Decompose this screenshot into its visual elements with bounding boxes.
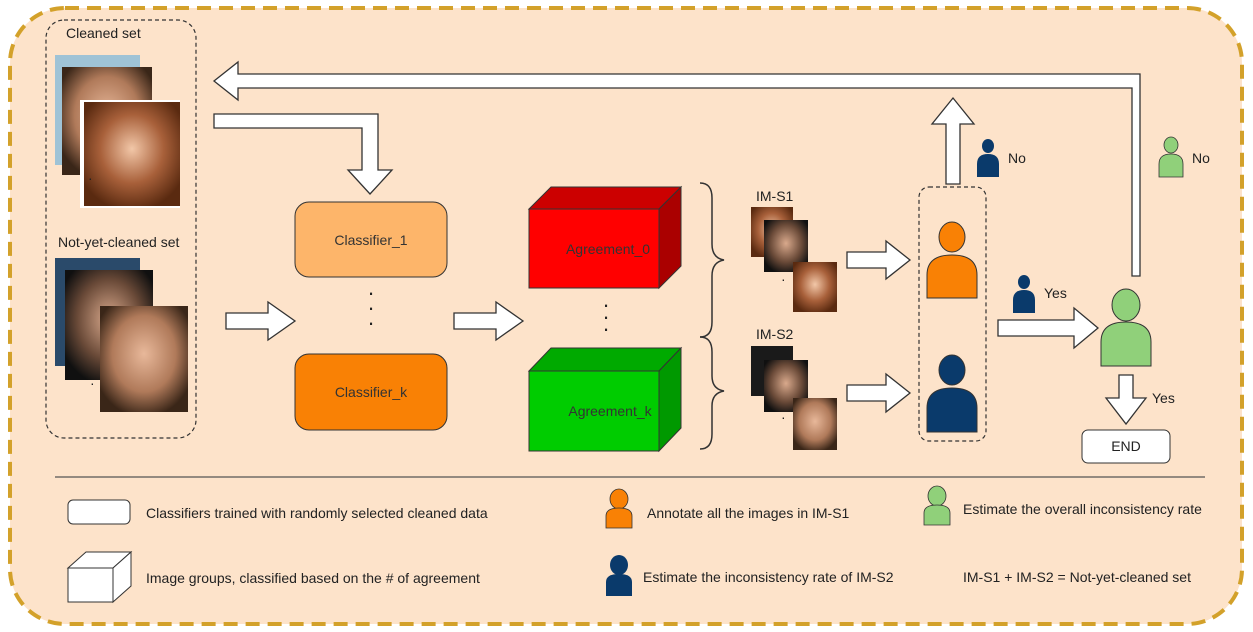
classifier-1-label: Classifier_1 [334, 232, 407, 248]
classifier-k-box [294, 353, 448, 431]
classifier-ellipsis: · [367, 280, 374, 305]
legend-group-text: Image groups, classified based on the # … [146, 570, 480, 586]
dataset-container [45, 19, 197, 439]
cleaned-set-label: Cleaned set [66, 25, 141, 41]
legend-classifier-text: Classifiers trained with randomly select… [146, 505, 488, 521]
svg-text:·: · [781, 271, 786, 287]
cleaned-set-images: · [55, 55, 180, 208]
end-label: END [1111, 438, 1141, 454]
classifier-k-label: Classifier_k [335, 384, 408, 400]
agreement-k-cube [527, 346, 683, 453]
agreement-k-label: Agreement_k [568, 403, 652, 419]
arrow-to-classifiers [225, 300, 297, 342]
agreement-ellipsis: · [602, 292, 609, 317]
not-yet-cleaned-images: · [55, 258, 188, 412]
legend-green-text: Estimate the overall inconsistency rate [963, 501, 1202, 517]
svg-text:·: · [367, 295, 374, 320]
arrow-up-no [930, 96, 976, 185]
yes-down-label: Yes [1152, 390, 1175, 406]
no-right-label: No [1192, 150, 1210, 166]
feedback-arrow [212, 60, 1141, 277]
svg-text:·: · [88, 170, 93, 186]
im-s1-images: · [751, 207, 837, 312]
green-person-icon [1100, 288, 1152, 367]
legend-formula: IM-S1 + IM-S2 = Not-yet-cleaned set [963, 569, 1191, 585]
im-s2-label: IM-S2 [756, 326, 794, 342]
end-box [1081, 429, 1171, 464]
arrow-s1-to-annotate [846, 239, 912, 281]
classifier-1-box [294, 201, 448, 278]
arrow-to-green [997, 306, 1100, 350]
no-top-label: No [1008, 150, 1026, 166]
legend-classifier-swatch [67, 499, 131, 525]
legend-orange-person-icon [605, 488, 633, 529]
navy-person-small-mid-icon [1013, 275, 1035, 313]
svg-text:·: · [781, 409, 786, 425]
im-s2-images: · [751, 346, 837, 450]
svg-text:·: · [602, 316, 609, 341]
legend-navy-person-icon [606, 555, 632, 596]
not-yet-cleaned-set-label: Not-yet-cleaned set [58, 234, 180, 250]
legend-orange-text: Annotate all the images in IM-S1 [647, 505, 850, 521]
arrow-s2-to-estimate [846, 372, 912, 414]
legend-green-person-icon [923, 485, 951, 526]
im-s1-label: IM-S1 [756, 188, 794, 204]
train-arrow [213, 113, 394, 195]
green-person-small-icon [1158, 136, 1184, 178]
background-panel [8, 6, 1244, 626]
arrow-down-yes [1104, 374, 1148, 426]
annotation-box [918, 186, 987, 442]
svg-text:·: · [367, 310, 374, 335]
arrow-to-agreements [453, 300, 525, 342]
legend-cube-swatch [66, 550, 133, 604]
navy-person-small-top-icon [977, 139, 999, 177]
legend-navy-text: Estimate the inconsistency rate of IM-S2 [643, 569, 894, 585]
orange-person-icon [926, 221, 978, 299]
brace-bottom [699, 336, 725, 450]
svg-text:·: · [602, 304, 609, 329]
agreement-0-cube [527, 185, 683, 290]
brace-top [699, 182, 725, 338]
navy-person-icon [926, 354, 978, 433]
yes-mid-label: Yes [1044, 285, 1067, 301]
svg-text:·: · [90, 375, 95, 391]
agreement-0-label: Agreement_0 [566, 241, 650, 257]
